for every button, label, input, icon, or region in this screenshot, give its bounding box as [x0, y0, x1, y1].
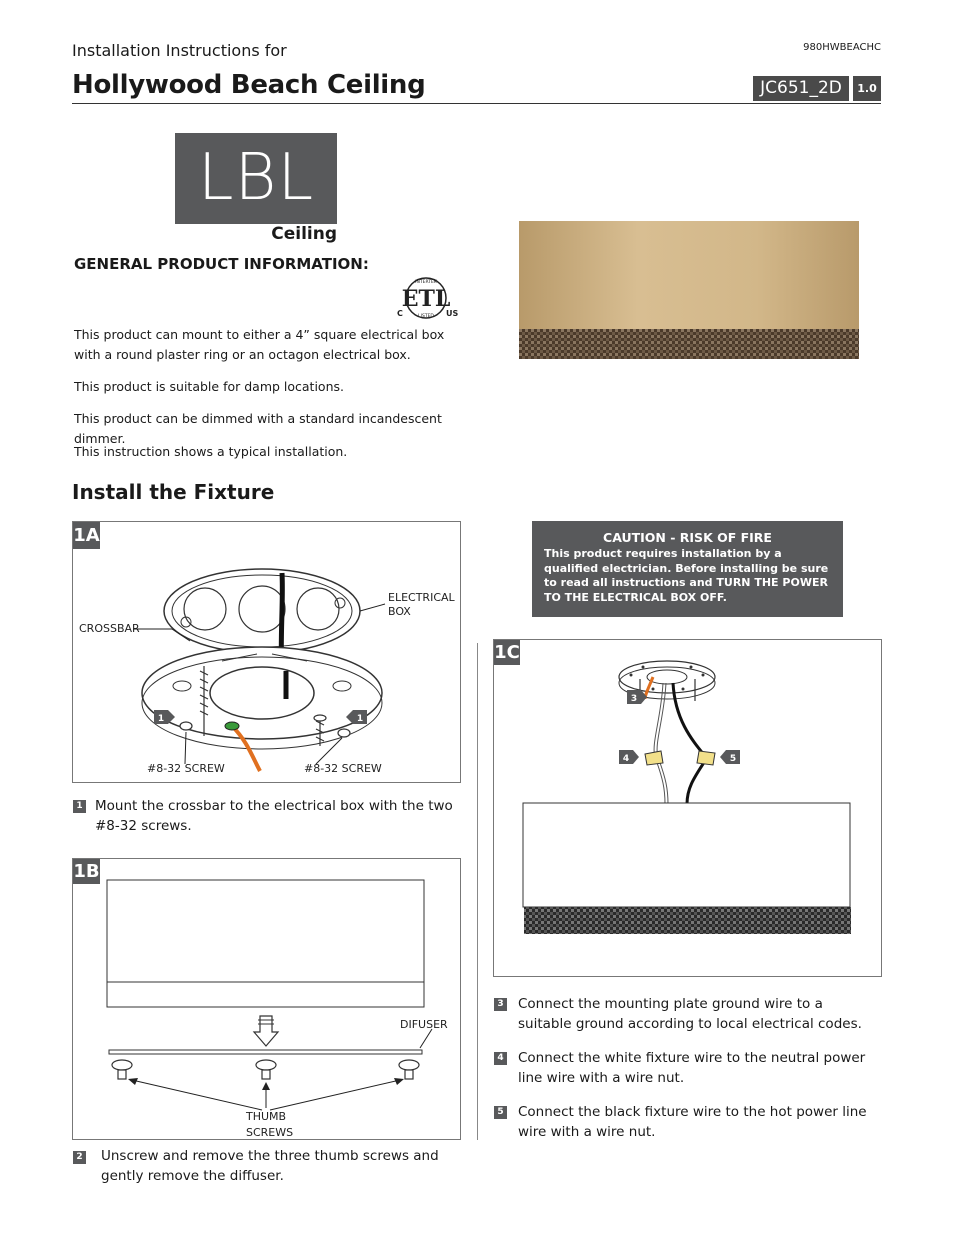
step-3-number: 3: [494, 998, 507, 1011]
panel-1b-badge: 1B: [73, 859, 100, 884]
caution-body: This product requires installation by a …: [544, 547, 831, 605]
header-divider: [72, 103, 881, 104]
svg-text:ETL: ETL: [402, 286, 451, 312]
brand-logo-subtitle: Ceiling: [271, 224, 337, 244]
label-box: BOX: [388, 605, 411, 618]
panel-1b: [72, 858, 461, 1140]
etl-right-text: US: [446, 309, 458, 318]
label-screws: SCREWS: [246, 1126, 293, 1139]
etl-left-text: C: [397, 309, 403, 318]
step-2-text: Unscrew and remove the three thumb screw…: [101, 1148, 439, 1184]
diffuser-diagram: DIFUSER THUMB SCREWS: [106, 879, 448, 1139]
caution-body-part2: TURN THE POWER TO THE ELECTRICAL BOX OFF…: [544, 576, 828, 604]
wiring-diagram: 3 4 5: [522, 660, 851, 934]
crossbar-diagram: 1 1 ELECTRICAL BOX CROSSBAR #8-32 SCREW …: [79, 568, 456, 775]
subtitle: Installation Instructions for: [72, 41, 287, 60]
etl-bottom-text: LISTED: [418, 313, 434, 319]
panel-1a: [72, 521, 461, 783]
label-thumb: THUMB: [245, 1110, 286, 1123]
panel-1c: [493, 639, 882, 977]
panel-1c-badge: 1C: [494, 640, 520, 665]
general-info-heading: GENERAL PRODUCT INFORMATION:: [74, 255, 369, 273]
page-title: Hollywood Beach Ceiling: [72, 70, 426, 100]
info-paragraph-dimmer: This product can be dimmed with a standa…: [74, 411, 442, 446]
label-crossbar: CROSSBAR: [79, 622, 140, 635]
step-5-number: 5: [494, 1106, 507, 1119]
label-diffuser: DIFUSER: [400, 1018, 448, 1031]
model-badge: JC651_2D: [753, 76, 849, 101]
label-screw-left: #8-32 SCREW: [147, 762, 225, 775]
crossbar-callout-right: 1: [357, 714, 363, 724]
caution-box: CAUTION - RISK OF FIRE This product requ…: [532, 521, 843, 617]
brand-logo: LBL: [175, 133, 337, 224]
step-2-number: 2: [73, 1151, 86, 1164]
section-title: Install the Fixture: [72, 480, 275, 504]
document-id: 980HWBEACHC: [803, 42, 881, 53]
info-paragraph-typical: This instruction shows a typical install…: [74, 444, 348, 459]
etl-top-text: INTERTEK: [415, 279, 438, 285]
step-4-text: Connect the white fixture wire to the ne…: [518, 1050, 866, 1086]
step-1-number: 1: [73, 800, 86, 813]
caution-body-part1: This product requires installation by a …: [544, 547, 829, 589]
caution-heading: CAUTION - RISK OF FIRE: [603, 530, 772, 545]
wiring-callout-3: 3: [631, 694, 637, 704]
panel-1a-badge: 1A: [73, 522, 100, 549]
wiring-callout-5: 5: [730, 754, 736, 764]
wiring-callout-4: 4: [623, 754, 629, 764]
step-1-text: Mount the crossbar to the electrical box…: [95, 798, 453, 834]
label-electrical: ELECTRICAL: [388, 591, 456, 604]
version-badge: 1.0: [853, 76, 881, 101]
info-paragraph-damp: This product is suitable for damp locati…: [74, 379, 344, 394]
step-3-text: Connect the mounting plate ground wire t…: [518, 996, 862, 1032]
etl-listed-mark: ETL INTERTEK LISTED C US: [397, 277, 458, 319]
column-divider: [477, 643, 478, 1140]
step-5-text: Connect the black fixture wire to the ho…: [518, 1104, 867, 1140]
product-photo: [519, 221, 859, 359]
step-4-number: 4: [494, 1052, 507, 1065]
info-paragraph-mount: This product can mount to either a 4” sq…: [74, 327, 445, 362]
label-screw-right: #8-32 SCREW: [304, 762, 382, 775]
crossbar-callout-left: 1: [158, 714, 164, 724]
